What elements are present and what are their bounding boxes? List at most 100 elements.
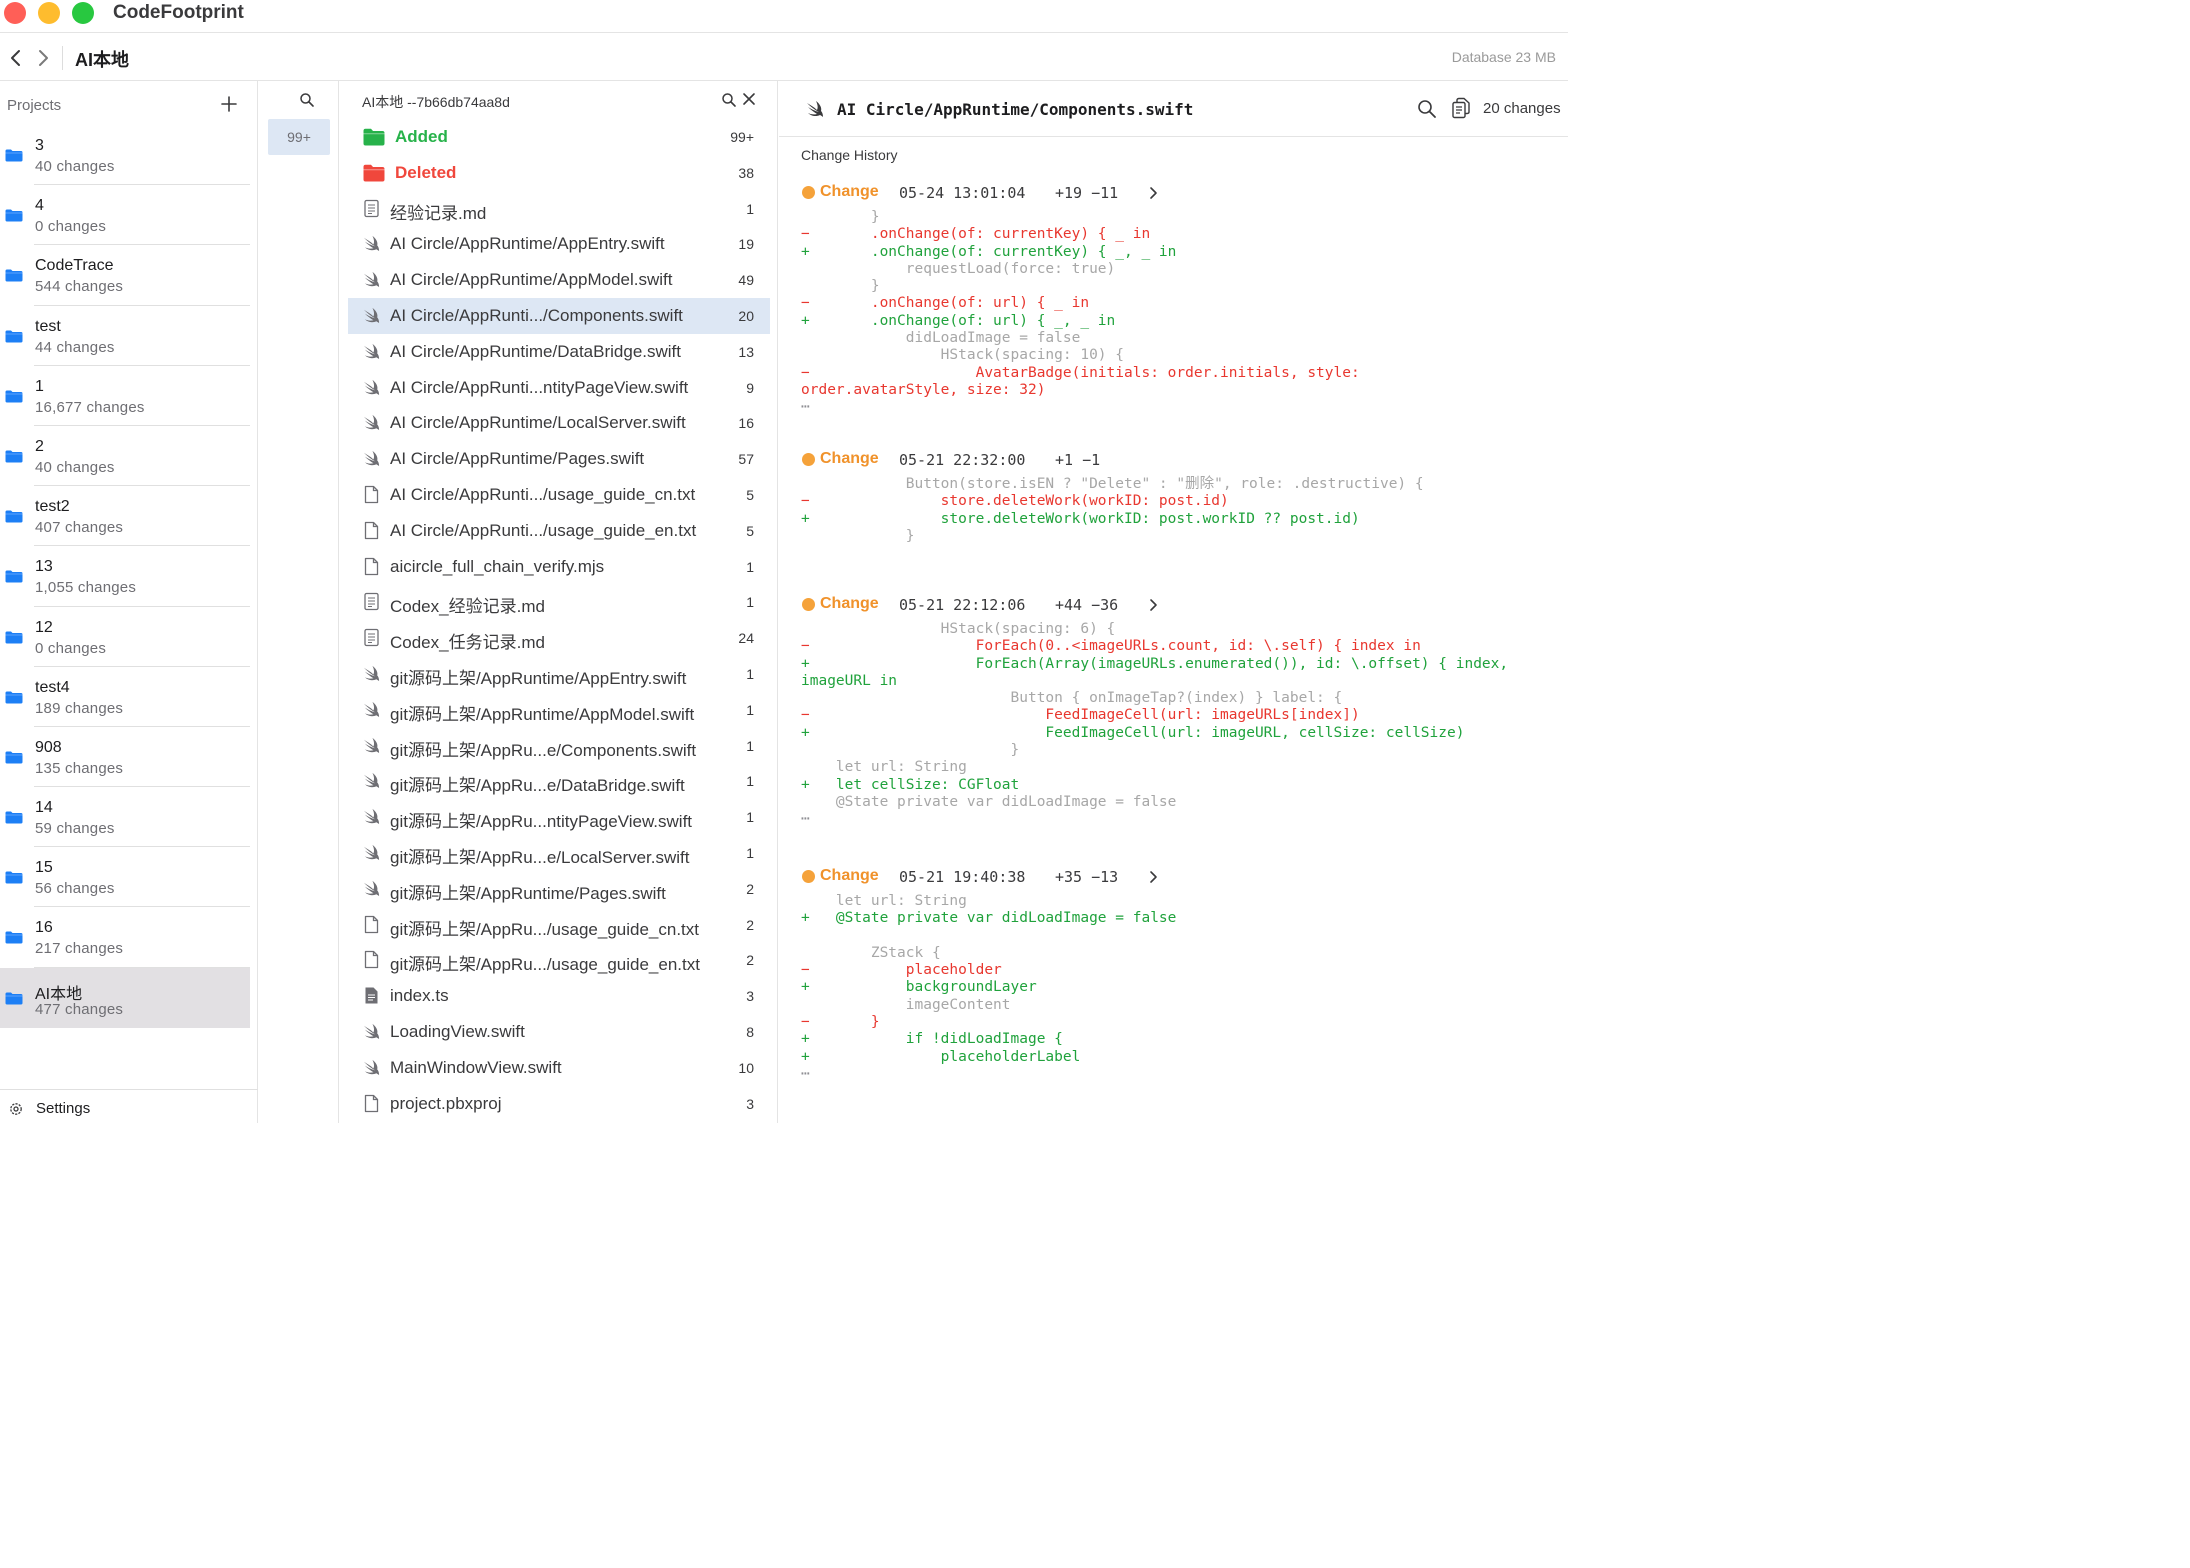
diff-line: ⋯ [801, 1066, 1561, 1083]
project-name: 13 [35, 558, 53, 576]
copy-icon[interactable] [1451, 97, 1471, 119]
file-row[interactable]: AI Circle/AppRunti...ntityPageView.swift… [348, 370, 770, 406]
project-change-count: 217 changes [35, 940, 124, 958]
swift-icon [363, 665, 380, 682]
search-icon[interactable] [299, 92, 315, 108]
diff-line: + .onChange(of: currentKey) { _, _ in [801, 244, 1561, 261]
file-change-count: 1 [746, 844, 754, 861]
file-row[interactable]: AI Circle/AppRunti.../usage_guide_cn.txt… [348, 477, 770, 513]
diff-text: ⋯ [801, 399, 810, 416]
back-button[interactable] [6, 46, 26, 70]
file-name: Deleted [395, 162, 457, 182]
project-name: 12 [35, 618, 53, 636]
filter-column: 99+ [259, 81, 339, 1123]
commit-title: AI本地 --7b66db74aa8d [362, 94, 510, 110]
file-change-count: 1 [746, 737, 754, 754]
minimize-window-button[interactable] [38, 2, 60, 24]
file-name: AI Circle/AppRunti...ntityPageView.swift [390, 377, 689, 397]
diff-line: + let cellSize: CGFloat [801, 777, 1561, 794]
gear-icon[interactable] [8, 1101, 24, 1117]
file-change-count: 8 [746, 1023, 754, 1040]
divider [34, 545, 250, 547]
change-timestamp: 05-21 22:32:00 [899, 451, 1026, 469]
change-delta: +1 −1 [1055, 451, 1101, 469]
diff-text: .onChange(of: url) { _ in [801, 295, 1090, 312]
file-change-count: 1 [746, 665, 754, 682]
zoom-window-button[interactable] [72, 2, 94, 24]
folder-icon [5, 209, 23, 222]
file-change-count: 1 [746, 594, 754, 611]
text-file-icon [364, 951, 379, 969]
file-row[interactable]: AI Circle/AppRunti.../usage_guide_en.txt… [348, 513, 770, 549]
chevron-right-icon[interactable] [1147, 598, 1159, 612]
diff-text: ForEach(0..<imageURLs.count, id: \.self)… [801, 638, 1421, 655]
file-name: project.pbxproj [390, 1093, 502, 1113]
project-name: 2 [35, 437, 44, 455]
file-change-count: 24 [738, 630, 754, 647]
search-icon[interactable] [721, 92, 737, 108]
close-window-button[interactable] [4, 2, 26, 24]
project-name: 3 [35, 137, 44, 154]
search-icon[interactable] [1417, 99, 1437, 119]
chevron-right-icon[interactable] [1147, 186, 1159, 200]
diff-text: FeedImageCell(url: imageURL, cellSize: c… [801, 724, 1465, 741]
folder-icon [5, 330, 23, 343]
text-file-icon [364, 557, 379, 575]
settings-link[interactable]: Settings [36, 1100, 91, 1117]
close-icon[interactable] [742, 92, 756, 106]
add-project-button[interactable] [220, 95, 238, 113]
chevron-right-icon[interactable] [1147, 870, 1159, 884]
forward-button[interactable] [33, 46, 53, 70]
change-dot-icon [802, 598, 815, 611]
filter-badge[interactable]: 99+ [268, 119, 330, 155]
app-title: CodeFootprint [113, 2, 244, 23]
diff-marker: + [801, 312, 810, 329]
diff-text: } [801, 209, 880, 225]
